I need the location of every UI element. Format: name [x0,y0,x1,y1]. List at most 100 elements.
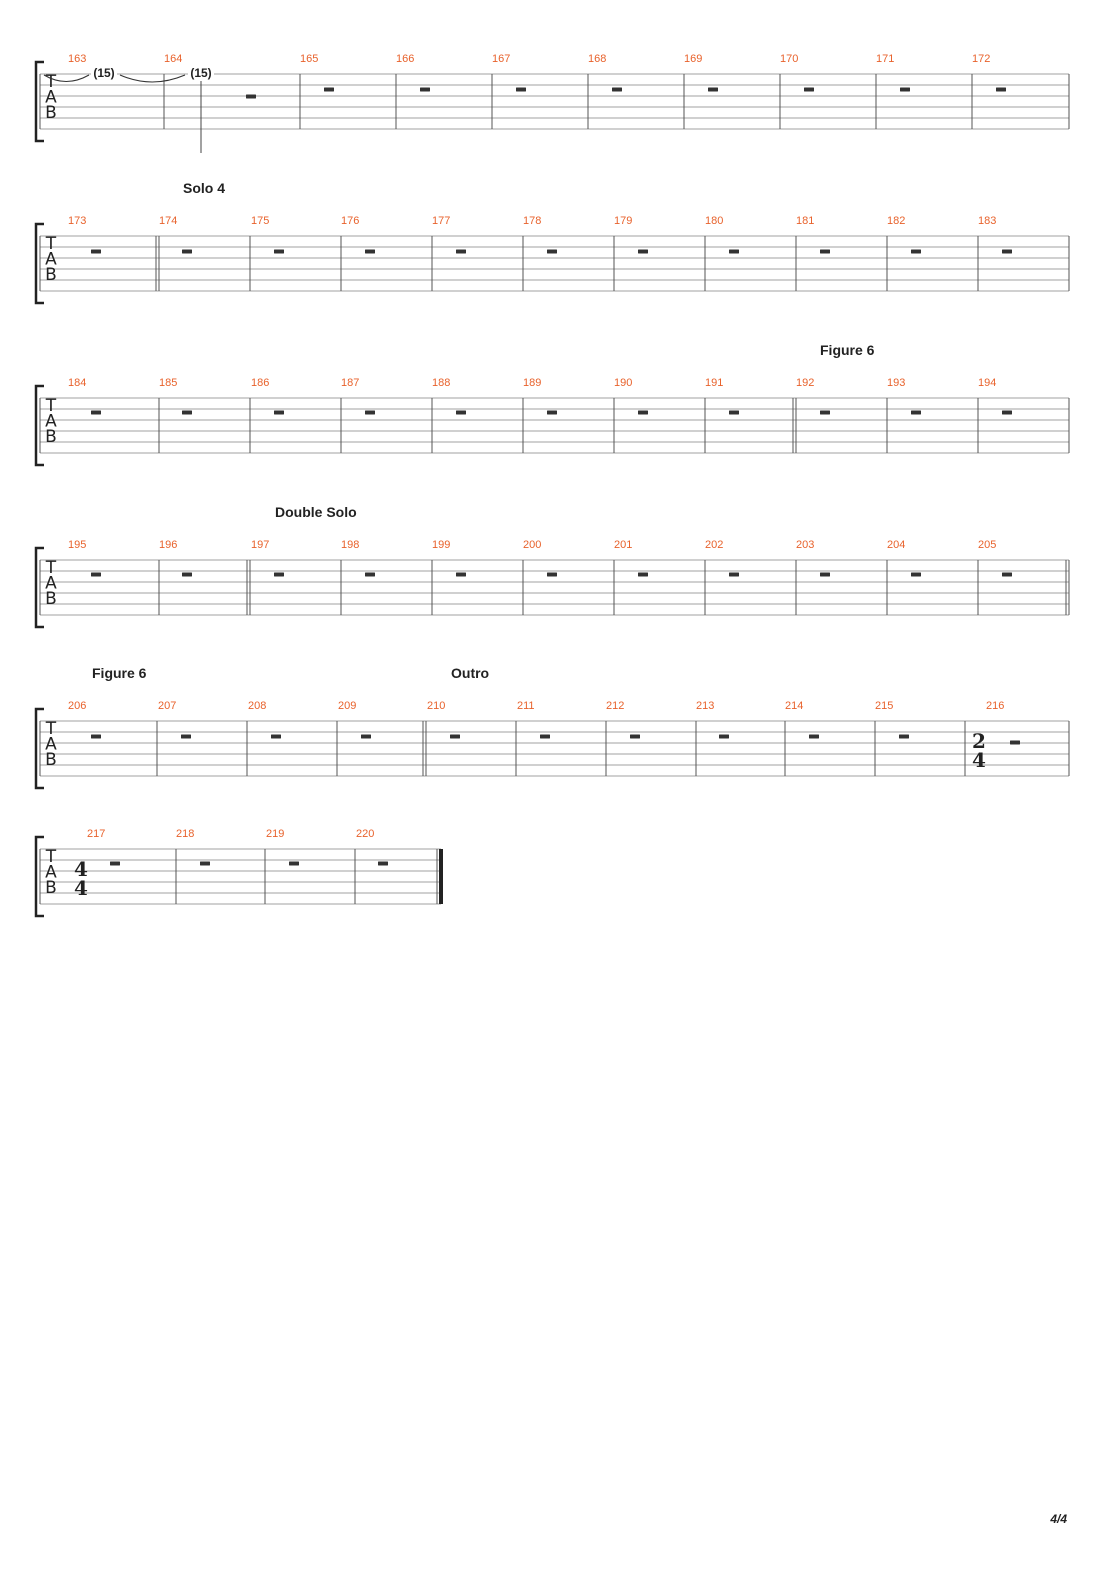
tab-clef-letter: T [45,396,57,416]
whole-rest [547,410,557,415]
whole-rest [820,572,830,577]
tab-clef-letter: A [45,863,57,883]
whole-rest [708,87,718,92]
whole-rest [911,249,921,254]
whole-rest [271,734,281,739]
measure-number: 198 [341,539,359,551]
measure-number: 218 [176,828,194,840]
measure-number: 205 [978,539,996,551]
whole-rest [91,410,101,415]
section-label: Double Solo [275,504,357,520]
whole-rest [540,734,550,739]
whole-rest [420,87,430,92]
whole-rest [110,861,120,866]
whole-rest [820,249,830,254]
section-label: Figure 6 [92,665,147,681]
section-label: Figure 6 [820,342,875,358]
section-label: Solo 4 [183,180,225,196]
measure-number: 187 [341,377,359,389]
measure-number: 192 [796,377,814,389]
measure-number: 183 [978,215,996,227]
whole-rest [900,87,910,92]
measure-number: 171 [876,53,894,65]
measure-number: 203 [796,539,814,551]
whole-rest [911,410,921,415]
measure-number: 178 [523,215,541,227]
fret-background [188,66,214,80]
whole-rest [200,861,210,866]
whole-rest [274,249,284,254]
time-signature-denominator: 4 [972,748,986,772]
system-brace [34,60,44,143]
measure-number: 174 [159,215,177,227]
measure-number: 181 [796,215,814,227]
measure-number: 201 [614,539,632,551]
measure-number: 173 [68,215,86,227]
whole-rest [182,572,192,577]
fret-background [91,66,117,80]
whole-rest [91,572,101,577]
measure-number: 207 [158,700,176,712]
tab-clef-letter: B [45,103,57,123]
measure-number: 189 [523,377,541,389]
whole-rest [456,410,466,415]
whole-rest [638,572,648,577]
measure-number: 200 [523,539,541,551]
whole-rest [456,572,466,577]
measure-number: 191 [705,377,723,389]
whole-rest [911,572,921,577]
time-signature-denominator: 4 [74,876,88,900]
section-label: Outro [451,665,489,681]
measure-number: 163 [68,53,86,65]
whole-rest [729,410,739,415]
whole-rest [91,734,101,739]
system-brace [34,835,44,918]
measure-number: 194 [978,377,996,389]
whole-rest [365,249,375,254]
measure-number: 169 [684,53,702,65]
measure-number: 220 [356,828,374,840]
whole-rest [182,249,192,254]
whole-rest [729,572,739,577]
measure-number: 188 [432,377,450,389]
whole-rest [612,87,622,92]
measure-number: 176 [341,215,359,227]
whole-rest [820,410,830,415]
whole-rest [719,734,729,739]
tab-clef-letter: B [45,750,57,770]
measure-number: 212 [606,700,624,712]
whole-rest [91,249,101,254]
measure-number: 170 [780,53,798,65]
whole-rest [1010,740,1020,745]
measure-number: 215 [875,700,893,712]
tied-fret-number: (15) [93,66,114,80]
measure-number: 164 [164,53,182,65]
time-signature-numerator: 2 [972,729,986,753]
measure-number: 168 [588,53,606,65]
whole-rest [547,249,557,254]
tab-clef-letter: T [45,558,57,578]
tied-fret-number: (15) [190,66,211,80]
tab-clef-letter: A [45,88,57,108]
tab-clef-letter: B [45,878,57,898]
whole-rest [181,734,191,739]
measure-number: 193 [887,377,905,389]
measure-number: 206 [68,700,86,712]
whole-rest [378,861,388,866]
system-brace [34,222,44,305]
whole-rest [516,87,526,92]
measure-number: 202 [705,539,723,551]
whole-rest [324,87,334,92]
measure-number: 165 [300,53,318,65]
measure-number: 180 [705,215,723,227]
measure-number: 179 [614,215,632,227]
measure-number: 166 [396,53,414,65]
measure-number: 167 [492,53,510,65]
tab-clef-letter: T [45,234,57,254]
